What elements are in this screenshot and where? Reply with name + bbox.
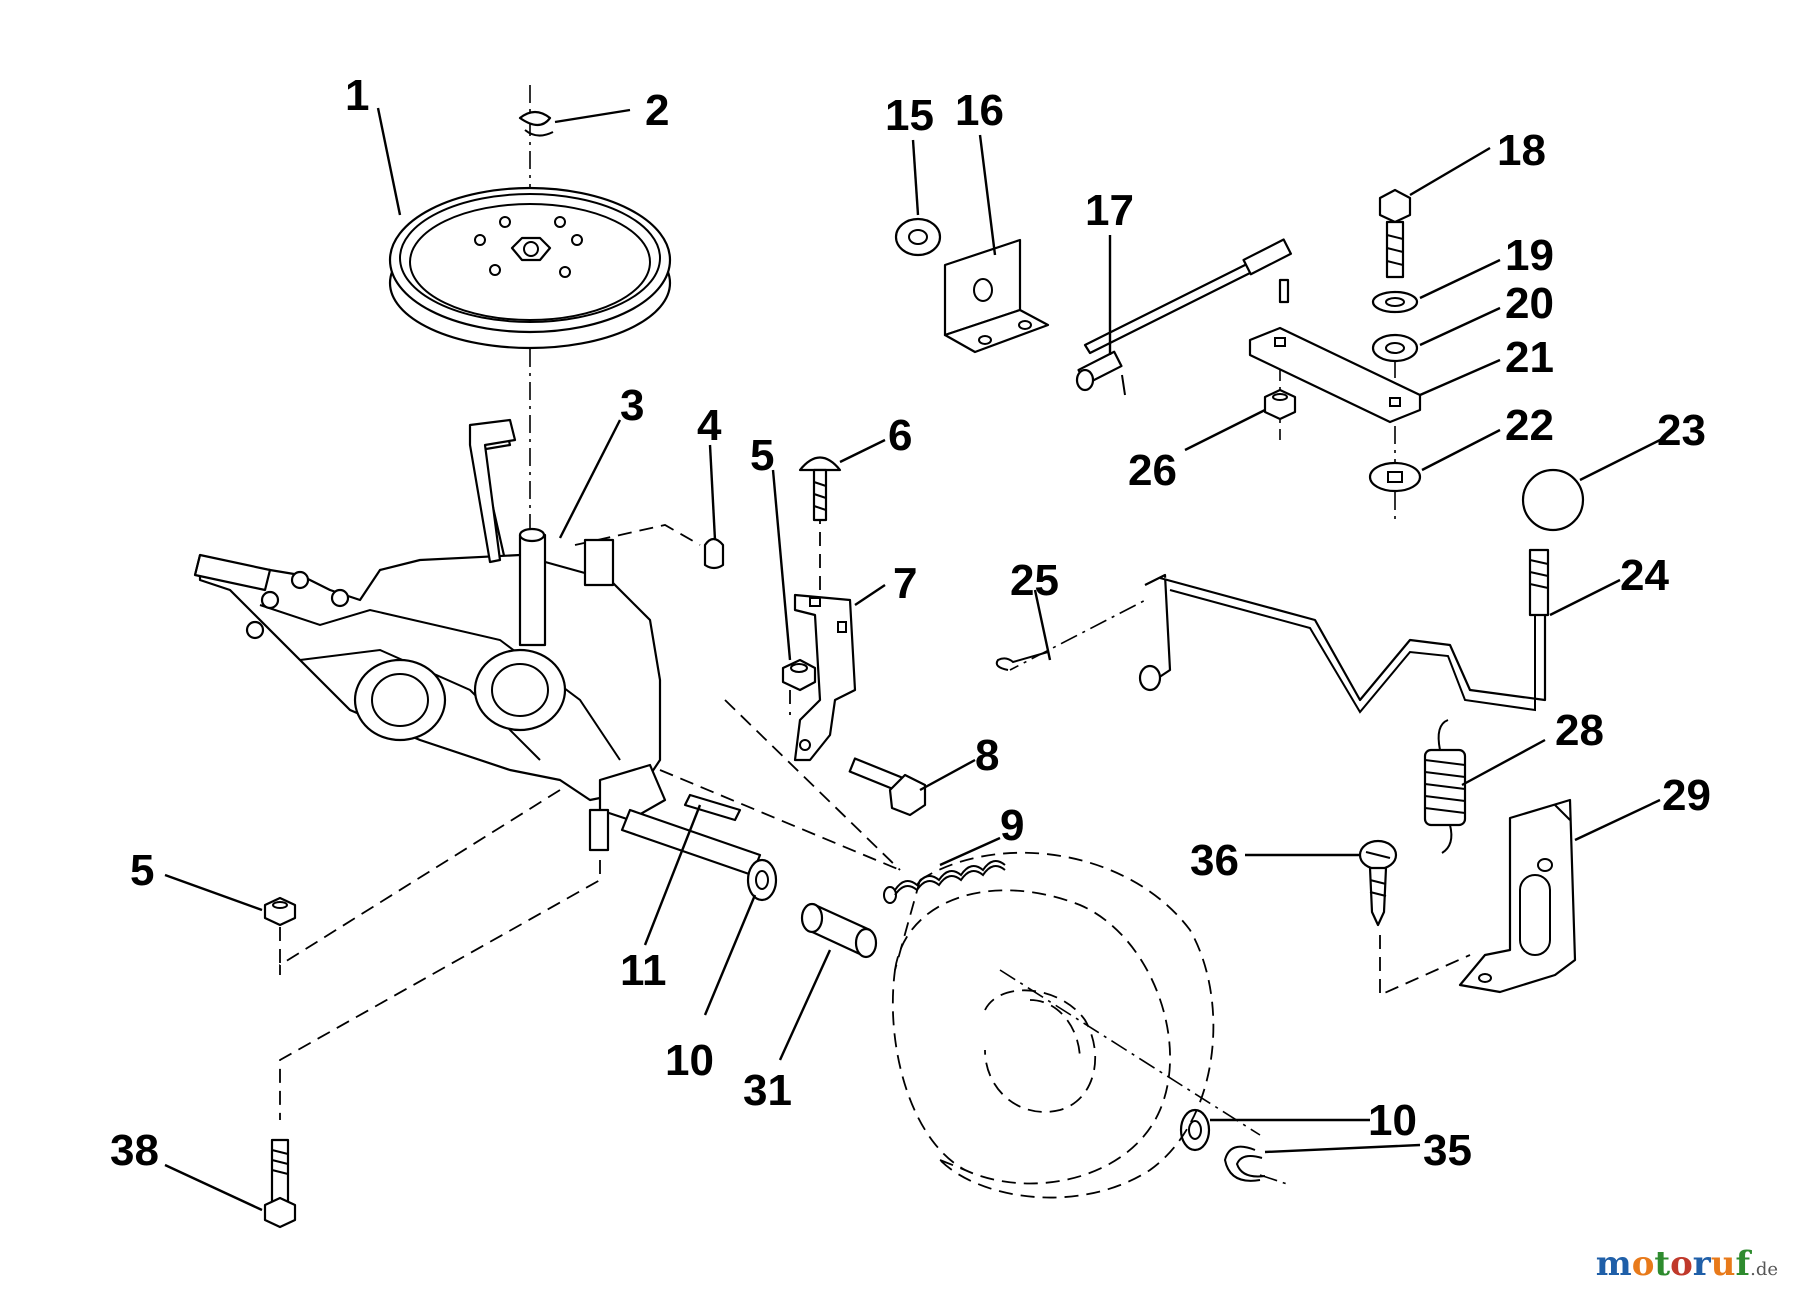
watermark-tld: .de (1750, 1259, 1778, 1280)
callout-6: 6 (888, 411, 912, 460)
callout-18: 18 (1497, 126, 1546, 175)
callout-23: 23 (1657, 406, 1706, 455)
callout-19: 19 (1505, 231, 1554, 280)
key (703, 537, 725, 570)
callout-10-right: 10 (1368, 1096, 1417, 1145)
callout-22: 22 (1505, 401, 1554, 450)
shift-bracket (793, 593, 857, 762)
wheel-phantom (891, 851, 1215, 1199)
callout-36: 36 (1190, 836, 1239, 885)
watermark-letter-f: f (1735, 1244, 1751, 1284)
axles (193, 553, 762, 877)
shift-rod (1075, 238, 1293, 396)
square-washer (1368, 461, 1422, 493)
link-nut (1263, 388, 1297, 421)
callout-24: 24 (1620, 551, 1669, 600)
transaxle (198, 423, 667, 852)
callout-labels: 1 2 3 4 5 6 7 8 9 5 11 10 31 38 15 16 17… (110, 71, 1711, 1175)
control-bracket (468, 418, 517, 564)
callout-21: 21 (1505, 333, 1554, 382)
watermark-letter-o2: o (1670, 1244, 1693, 1284)
callout-26: 26 (1128, 446, 1177, 495)
cap-screw (1378, 188, 1412, 279)
callout-10-left: 10 (665, 1036, 714, 1085)
callout-25: 25 (1010, 556, 1059, 605)
watermark-letter-r: r (1692, 1244, 1711, 1284)
callout-4: 4 (697, 401, 722, 450)
key-stock (683, 793, 742, 822)
callout-15: 15 (885, 91, 934, 140)
lever-bracket (1458, 798, 1577, 994)
callout-35: 35 (1423, 1126, 1472, 1175)
shift-knob (1521, 468, 1585, 532)
callout-31: 31 (743, 1066, 792, 1115)
callout-16: 16 (955, 86, 1004, 135)
callout-7: 7 (893, 559, 917, 608)
lock-washer (1371, 290, 1419, 314)
angle-bracket (943, 238, 1050, 354)
watermark-letter-m: m (1595, 1244, 1632, 1284)
watermark-letter-o: o (1631, 1244, 1655, 1284)
callout-17: 17 (1085, 186, 1134, 235)
hex-bolt (848, 757, 927, 817)
carriage-bolt (798, 456, 842, 522)
watermark-letter-u: u (1710, 1244, 1736, 1284)
clip (518, 110, 554, 137)
hex-nuts (263, 658, 817, 927)
retaining-ring (1223, 1145, 1266, 1182)
callout-11: 11 (620, 946, 667, 995)
lever-spring (1423, 719, 1467, 854)
callout-9: 9 (1000, 801, 1024, 850)
shift-lever (1138, 548, 1550, 714)
self-tap-screw (1358, 839, 1398, 927)
callout-5-lower: 5 (130, 846, 154, 895)
shoulder-bolt (263, 1138, 297, 1229)
assembly-lines (279, 85, 1471, 1186)
cotter-pin (995, 651, 1049, 671)
leader-lines (164, 107, 1661, 1212)
callout-38: 38 (110, 1126, 159, 1175)
watermark-letter-t: t (1654, 1244, 1671, 1284)
callout-20: 20 (1505, 279, 1554, 328)
watermark-logo: motoruf.de (1596, 1244, 1778, 1284)
callout-28: 28 (1555, 706, 1604, 755)
callout-1: 1 (345, 71, 369, 120)
callout-3: 3 (620, 381, 644, 430)
extension-spring (883, 860, 1006, 904)
spacer (800, 902, 878, 959)
callout-5-upper: 5 (750, 431, 774, 480)
callout-2: 2 (645, 86, 669, 135)
flat-washer (894, 217, 942, 257)
pulley (388, 186, 672, 350)
callout-29: 29 (1662, 771, 1711, 820)
callout-8: 8 (975, 731, 999, 780)
plain-washer (1371, 333, 1419, 363)
link-plate (1248, 326, 1422, 424)
washers (746, 858, 1211, 1152)
